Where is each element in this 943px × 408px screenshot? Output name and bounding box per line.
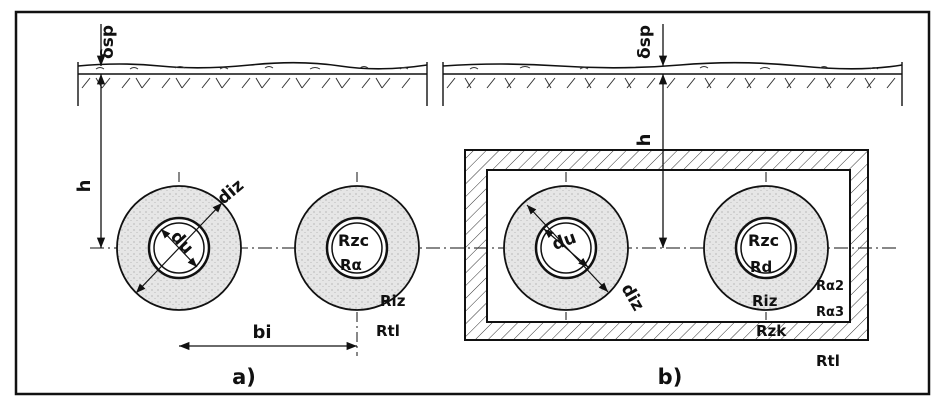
panel-label-a: a)	[232, 365, 256, 389]
diz-label-b: diz	[617, 280, 648, 314]
pipe-b-right	[703, 172, 829, 320]
riz-label-a: Riz	[380, 292, 406, 310]
pipe-b-left	[503, 172, 629, 320]
delta-sp-label-a: δsp	[98, 25, 118, 59]
riz-label-b: Riz	[752, 292, 778, 310]
concrete-channel	[464, 149, 869, 341]
depth-label-b: h	[634, 134, 655, 147]
ral2-label: Rα2	[816, 279, 844, 294]
outer-frame	[14, 10, 931, 396]
delta-sp-label-b: δsp	[635, 25, 655, 59]
rzk-label: Rzk	[756, 322, 787, 340]
ground-surface-b	[442, 61, 903, 106]
ral-label-a: Rα	[340, 256, 362, 274]
pipe-a-right	[294, 172, 420, 356]
bi-label: bi	[252, 322, 271, 343]
pipe-a-left	[116, 172, 242, 311]
ral3-label: Rα3	[816, 305, 844, 320]
rtl-label-b: Rtl	[816, 352, 840, 370]
rd-label-b: Rd	[750, 258, 772, 276]
panel-label-b: b)	[658, 365, 683, 389]
rtl-label-a: Rtl	[376, 322, 400, 340]
ground-surface-a	[77, 61, 428, 106]
rzc-label-b: Rzc	[748, 231, 779, 250]
rzc-label-a: Rzc	[338, 231, 369, 250]
depth-label-a: h	[74, 180, 95, 193]
